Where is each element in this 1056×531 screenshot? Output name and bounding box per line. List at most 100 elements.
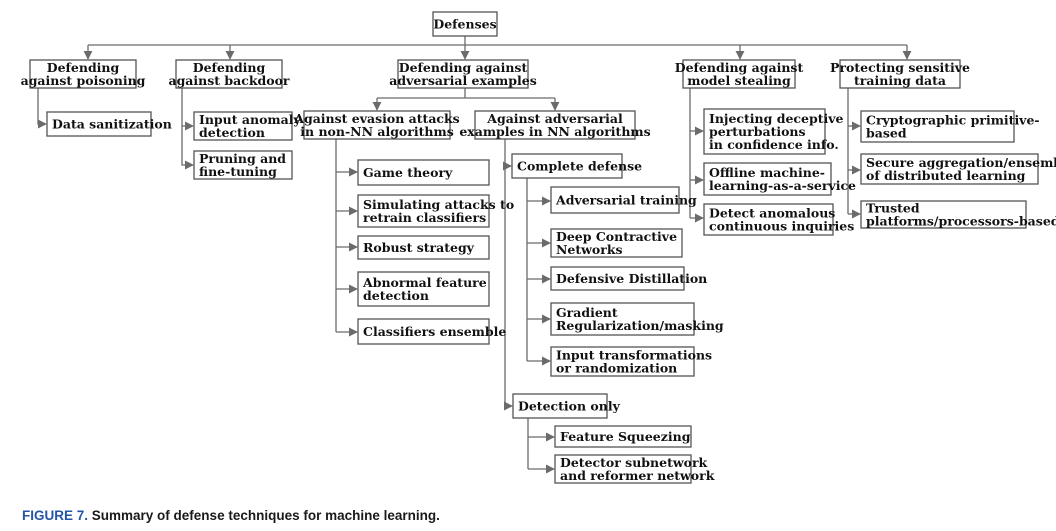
- node-label-line: examples in NN algorithms: [459, 124, 650, 139]
- node-label-line: Abnormal feature: [362, 275, 487, 290]
- node-box: [357, 271, 490, 307]
- node-box: [511, 153, 623, 179]
- node-label-line: Detection only: [518, 399, 621, 414]
- node-box: [860, 153, 1039, 185]
- node-label-line: Against evasion attacks: [293, 111, 459, 126]
- arrow-connector: [37, 88, 47, 129]
- connector-lines: [37, 36, 912, 474]
- node-box: [860, 200, 1027, 229]
- node-label-line: or randomization: [556, 361, 677, 376]
- node-box: [703, 162, 832, 196]
- node-label-line: Detector subnetwork: [560, 455, 708, 470]
- node-box: [303, 110, 451, 140]
- node-distillation: Defensive Distillation: [550, 266, 707, 291]
- node-box: [46, 111, 152, 137]
- node-box: [357, 194, 490, 228]
- node-label-line: Complete defense: [517, 159, 642, 174]
- node-label-line: Input transformations: [556, 348, 712, 363]
- node-game: Game theory: [357, 159, 490, 186]
- node-label-line: Robust strategy: [363, 240, 475, 255]
- node-label-line: Deep Contractive: [556, 229, 677, 244]
- node-label-line: Cryptographic primitive-: [866, 113, 1040, 128]
- node-box: [554, 454, 692, 484]
- node-box: [175, 59, 283, 89]
- node-label-line: Data sanitization: [52, 117, 172, 132]
- node-label-line: Classifiers ensemble: [363, 324, 506, 339]
- node-complete: Complete defense: [511, 153, 642, 179]
- node-label-line: Game theory: [363, 165, 453, 180]
- node-label-line: Networks: [556, 242, 623, 257]
- node-box: [550, 186, 680, 214]
- node-label-line: Against adversarial: [486, 111, 623, 126]
- node-label-line: model stealing: [687, 73, 791, 88]
- node-box: [29, 59, 137, 89]
- node-label-line: in confidence info.: [709, 137, 839, 152]
- node-box: [550, 266, 685, 291]
- node-ensemble: Classifiers ensemble: [357, 318, 506, 345]
- node-box: [512, 393, 608, 419]
- node-root: Defenses: [432, 11, 498, 37]
- node-label-line: Defending: [47, 60, 120, 75]
- node-label-line: Gradient: [556, 305, 618, 320]
- node-label-line: Input anomaly: [199, 112, 301, 127]
- node-box: [550, 302, 695, 336]
- node-label-line: adversarial examples: [389, 73, 537, 88]
- node-label-line: Adversarial training: [555, 193, 697, 208]
- node-label-line: Regularization/masking: [556, 318, 724, 333]
- node-box: [474, 110, 636, 140]
- node-box: [860, 110, 1015, 143]
- node-offline: Offline machine-learning-as-a-service: [703, 162, 856, 196]
- node-box: [357, 235, 490, 260]
- node-box: [397, 59, 529, 89]
- node-label-line: detection: [363, 288, 429, 303]
- node-box: [682, 59, 796, 89]
- node-adv-training: Adversarial training: [550, 186, 697, 214]
- figure-caption-text: Summary of defense techniques for machin…: [91, 508, 440, 523]
- node-squeezing: Feature Squeezing: [554, 425, 692, 448]
- node-label-line: Feature Squeezing: [560, 429, 691, 444]
- figure-label: FIGURE 7.: [22, 508, 89, 523]
- node-label-line: Secure aggregation/ensembles: [866, 155, 1056, 170]
- node-label-line: Protecting sensitive: [830, 60, 970, 75]
- node-label-line: Defending against: [399, 60, 528, 75]
- node-robust: Robust strategy: [357, 235, 490, 260]
- node-label-line: detection: [199, 125, 265, 140]
- node-box: [432, 11, 498, 37]
- node-label-line: retrain classifiers: [363, 210, 486, 225]
- node-box: [703, 203, 834, 236]
- node-label-line: Defending against: [675, 60, 804, 75]
- node-box: [703, 108, 826, 155]
- node-label-line: Defending: [193, 60, 266, 75]
- node-label-line: fine-tuning: [199, 164, 277, 179]
- node-label-line: based: [866, 126, 907, 141]
- node-label-line: and reformer network: [560, 468, 715, 483]
- node-label-line: Detect anomalous: [709, 206, 835, 221]
- node-secure-agg: Secure aggregation/ensemblesof distribut…: [860, 153, 1056, 185]
- node-label-line: of distributed learning: [866, 168, 1026, 183]
- node-label-line: training data: [854, 73, 946, 88]
- arrow-connector: [181, 126, 194, 170]
- node-sanitize: Data sanitization: [46, 111, 172, 137]
- node-box: [357, 159, 490, 186]
- node-label-line: learning-as-a-service: [709, 178, 856, 193]
- node-label-line: Simulating attacks to: [363, 197, 514, 212]
- node-label-line: platforms/processors-based: [866, 214, 1056, 229]
- node-label-line: against backdoor: [168, 73, 289, 88]
- node-box: [193, 111, 293, 141]
